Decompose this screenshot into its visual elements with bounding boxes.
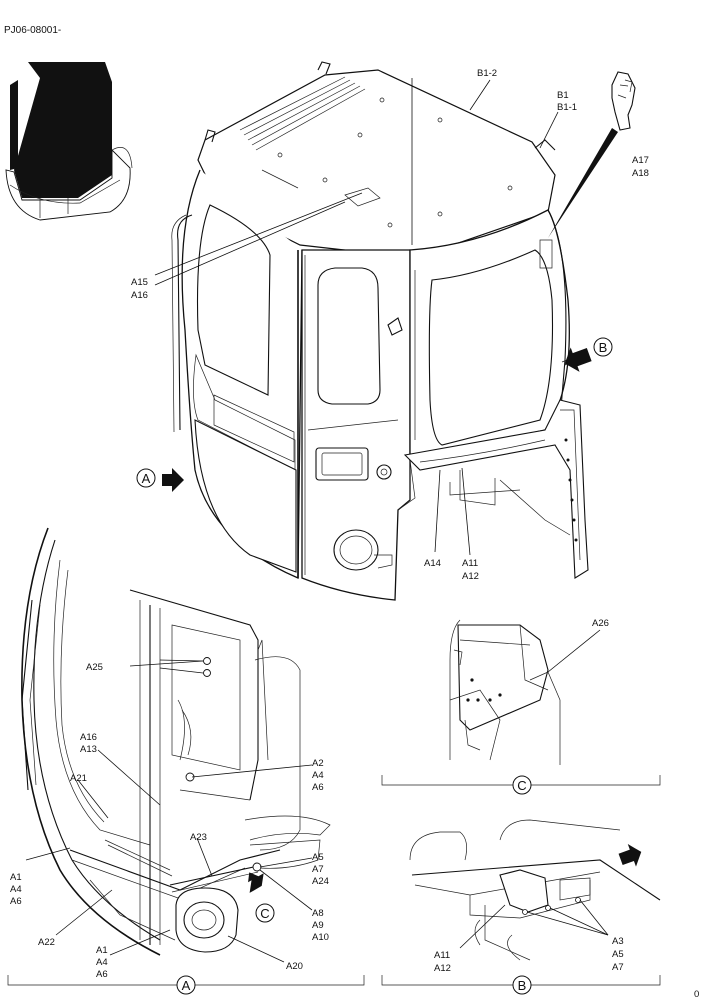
label-a11-b: A11 bbox=[434, 950, 450, 961]
label-a1-b: A1 bbox=[96, 945, 108, 956]
label-a26: A26 bbox=[592, 618, 609, 629]
label-a24: A24 bbox=[312, 876, 329, 887]
label-a5-r: A5 bbox=[312, 852, 324, 863]
label-a4-r: A4 bbox=[312, 770, 324, 781]
label-a2: A2 bbox=[312, 758, 324, 769]
svg-text:B: B bbox=[518, 978, 527, 993]
label-a25: A25 bbox=[86, 662, 103, 673]
label-a7-r: A7 bbox=[312, 864, 324, 875]
label-a7-b: A7 bbox=[612, 962, 624, 973]
label-a23: A23 bbox=[190, 832, 207, 843]
view-marker-a-main: A bbox=[136, 468, 156, 488]
label-a6-l: A6 bbox=[10, 896, 22, 907]
svg-text:A: A bbox=[142, 471, 151, 486]
detail-view-a bbox=[7, 527, 365, 986]
label-a3: A3 bbox=[612, 936, 624, 947]
label-a21: A21 bbox=[70, 773, 87, 784]
label-a20: A20 bbox=[286, 961, 303, 972]
view-marker-b-detail: B bbox=[512, 975, 532, 995]
page-number: 0 bbox=[694, 989, 699, 1000]
label-b1-1: B1-1 bbox=[557, 102, 577, 113]
part-code-header: PJ06-08001- bbox=[4, 25, 61, 36]
detail-view-b bbox=[381, 819, 661, 986]
main-cab-illustration bbox=[154, 61, 636, 601]
label-a17: A17 bbox=[632, 155, 649, 166]
label-a16-low: A16 bbox=[80, 732, 97, 743]
svg-text:A: A bbox=[182, 978, 191, 993]
svg-text:C: C bbox=[517, 778, 526, 793]
label-a6-r: A6 bbox=[312, 782, 324, 793]
detail-view-c bbox=[381, 619, 661, 786]
view-marker-c-detail: C bbox=[512, 775, 532, 795]
view-marker-c-arrow: C bbox=[255, 903, 275, 923]
label-a18: A18 bbox=[632, 168, 649, 179]
label-a1-l: A1 bbox=[10, 872, 22, 883]
label-a13: A13 bbox=[80, 744, 97, 755]
label-a10: A10 bbox=[312, 932, 329, 943]
label-a22: A22 bbox=[38, 937, 55, 948]
label-a5-b: A5 bbox=[612, 949, 624, 960]
label-a12-top: A12 bbox=[462, 571, 479, 582]
label-b1-2: B1-2 bbox=[477, 68, 497, 79]
label-a11-top: A11 bbox=[462, 558, 478, 569]
label-a4-b: A4 bbox=[96, 957, 108, 968]
thumbnail-cab-icon bbox=[5, 62, 133, 221]
label-a8: A8 bbox=[312, 908, 324, 919]
label-a15: A15 bbox=[131, 277, 148, 288]
svg-text:B: B bbox=[599, 340, 608, 355]
label-a9: A9 bbox=[312, 920, 324, 931]
view-marker-b-main: B bbox=[593, 337, 613, 357]
label-a16-top: A16 bbox=[131, 290, 148, 301]
label-a14: A14 bbox=[424, 558, 441, 569]
label-a6-b: A6 bbox=[96, 969, 108, 980]
svg-text:C: C bbox=[260, 906, 269, 921]
label-a4-l: A4 bbox=[10, 884, 22, 895]
view-marker-a-detail: A bbox=[176, 975, 196, 995]
label-b1: B1 bbox=[557, 90, 569, 101]
label-a12-b: A12 bbox=[434, 963, 451, 974]
